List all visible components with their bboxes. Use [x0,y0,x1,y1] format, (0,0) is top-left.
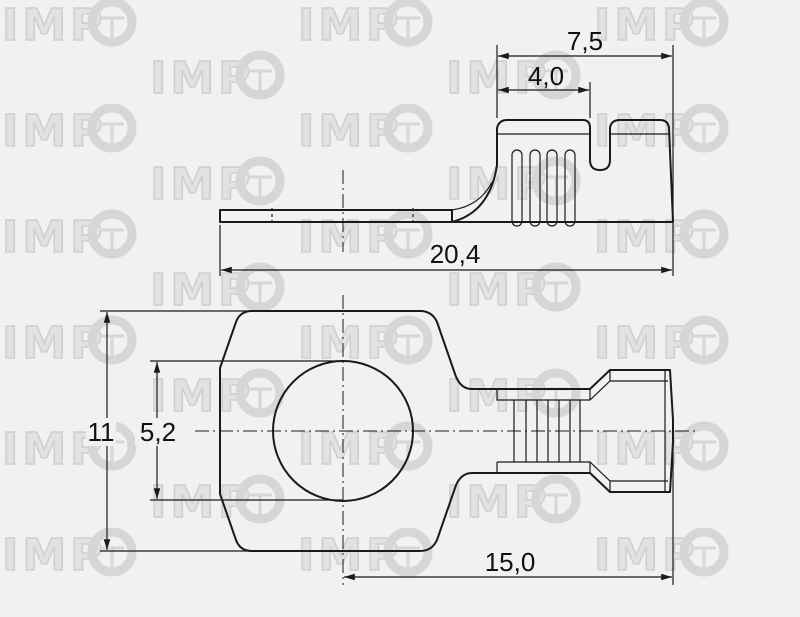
watermark-text: IMP [150,477,254,528]
watermark-logo-icon [87,0,137,47]
watermark-text: IMP [298,0,402,51]
watermark-tile: IMP [297,209,433,264]
dim-label-barrel-length: 4,0 [528,61,564,91]
watermark-text: IMP [2,212,106,263]
watermark-logo-icon [235,156,285,206]
watermark-tile: IMP [149,368,285,423]
watermark-text: IMP [150,159,254,210]
watermark-text: IMP [298,106,402,157]
watermark-layer: IMP IMP IMP IMP IMP [1,0,729,582]
watermark-logo-icon [679,209,729,259]
watermark-tile: IMP [1,0,137,52]
watermark-logo-icon [679,0,729,47]
watermark-tile: IMP [1,421,137,476]
watermark-tile: IMP [297,421,433,476]
watermark-logo-icon [383,315,433,365]
watermark-tile: IMP [593,209,729,264]
watermark-text: IMP [150,53,254,104]
watermark-tile: IMP [297,103,433,158]
watermark-logo-icon [679,421,729,471]
watermark-tile: IMP [593,527,729,582]
watermark-logo-icon [679,315,729,365]
watermark-logo-icon [87,103,137,153]
watermark-logo-icon [235,474,285,524]
watermark-logo-icon [531,156,581,206]
watermark-logo-icon [679,103,729,153]
watermark-text: IMP [2,318,106,369]
watermark-tile: IMP [1,103,137,158]
watermark-tile: IMP [1,315,137,370]
watermark-text: IMP [594,530,698,581]
top-outline [219,310,674,552]
watermark-text: IMP [298,530,402,581]
watermark-text: IMP [446,477,550,528]
watermark-logo-icon [383,421,433,471]
watermark-tile: IMP [445,50,581,105]
watermark-logo-icon [235,368,285,418]
watermark-text: IMP [2,530,106,581]
watermark-logo-icon [383,0,433,47]
watermark-text: IMP [298,424,402,475]
watermark-logo-icon [679,527,729,577]
watermark-logo-icon [235,50,285,100]
watermark-tile: IMP [445,262,581,317]
side-view: 7,5 4,0 20,4 [219,26,674,276]
watermark-logo-icon [87,209,137,259]
watermark-tile: IMP [149,156,285,211]
watermark-text: IMP [2,106,106,157]
watermark-text: IMP [298,212,402,263]
dim-label-center-to-end: 15,0 [485,547,536,577]
watermark-tile: IMP [593,315,729,370]
watermark-tile: IMP [149,50,285,105]
watermark-tile: IMP [593,103,729,158]
watermark-tile: IMP [1,527,137,582]
watermark-tile: IMP [149,262,285,317]
watermark-tile: IMP [593,0,729,52]
watermark-text: IMP [594,424,698,475]
watermark-tile: IMP [149,474,285,529]
watermark-logo-icon [383,209,433,259]
watermark-tile: IMP [445,474,581,529]
watermark-logo-icon [531,474,581,524]
watermark-text: IMP [446,53,550,104]
side-crimp-ridges [511,149,576,227]
top-view: 11 5,2 15,0 [86,295,695,585]
dim-label-crimp-length: 7,5 [567,26,603,56]
side-crimp-body [451,119,674,223]
watermark-tile: IMP [593,421,729,476]
watermark-logo-icon [87,315,137,365]
dim-label-total-length: 20,4 [430,239,481,269]
watermark-text: IMP [594,318,698,369]
watermark-text: IMP [446,371,550,422]
watermark-text: IMP [2,0,106,51]
watermark-text: IMP [594,0,698,51]
watermark-text: IMP [150,371,254,422]
dim-label-width: 11 [88,417,115,447]
dim-label-hole-diameter: 5,2 [140,417,176,447]
watermark-text: IMP [2,424,106,475]
watermark-tile: IMP [445,368,581,423]
watermark-logo-icon [383,103,433,153]
watermark-tile: IMP [297,527,433,582]
watermark-tile: IMP [1,209,137,264]
watermark-tile: IMP [297,0,433,52]
watermark-text: IMP [594,212,698,263]
